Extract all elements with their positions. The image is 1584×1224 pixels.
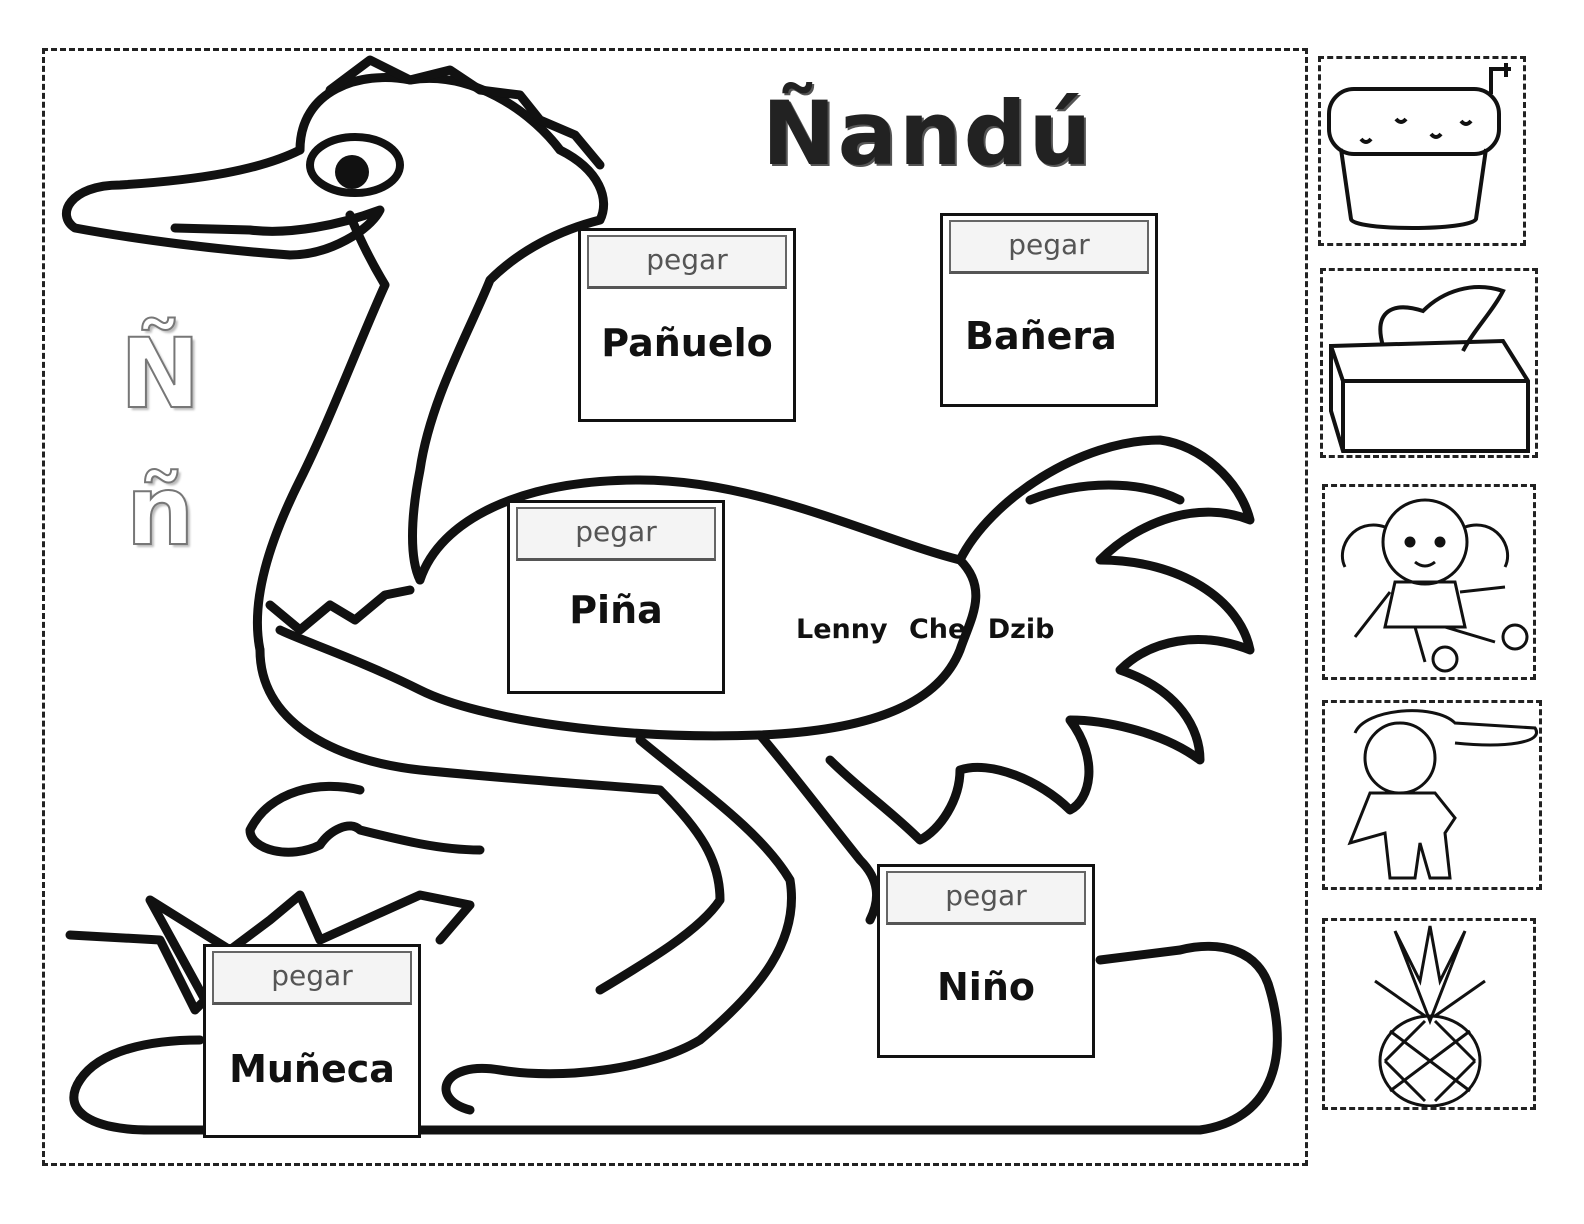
paste-header: pegar — [587, 235, 787, 289]
paste-card-muneca[interactable]: pegar Muñeca — [203, 944, 421, 1138]
card-word: Pañuelo — [601, 321, 773, 365]
paste-card-nino[interactable]: pegar Niño — [877, 864, 1095, 1058]
paste-card-pina[interactable]: pegar Piña — [507, 500, 725, 694]
paste-card-panuelo[interactable]: pegar Pañuelo — [578, 228, 796, 422]
pineapple-icon — [1374, 925, 1486, 1108]
paste-header: pegar — [949, 220, 1149, 274]
pineapple-picture[interactable] — [1322, 918, 1536, 1110]
doll-picture[interactable] — [1322, 484, 1536, 680]
card-word: Niño — [937, 965, 1035, 1009]
card-word: Piña — [569, 588, 663, 632]
boy-icon — [1347, 709, 1538, 880]
paste-header: pegar — [516, 507, 716, 561]
doll-icon — [1340, 498, 1529, 673]
card-word: Bañera — [965, 314, 1117, 358]
paste-card-banera[interactable]: pegar Bañera — [940, 213, 1158, 407]
letter-lowercase: ñ — [125, 454, 195, 568]
card-word: Muñeca — [229, 1047, 395, 1091]
paste-header: pegar — [212, 951, 412, 1005]
worksheet-title: Ñandú — [762, 82, 1094, 185]
letter-uppercase: Ñ — [119, 317, 201, 431]
student-name: Lenny Che Dzib — [796, 614, 1055, 645]
boy-picture[interactable] — [1322, 700, 1542, 890]
main-dashed-frame — [42, 48, 1308, 1166]
tissue-box-icon — [1329, 285, 1530, 453]
paste-header: pegar — [886, 871, 1086, 925]
bathtub-picture[interactable] — [1318, 56, 1526, 246]
bathtub-icon — [1327, 63, 1511, 230]
tissue-box-picture[interactable] — [1320, 268, 1538, 458]
